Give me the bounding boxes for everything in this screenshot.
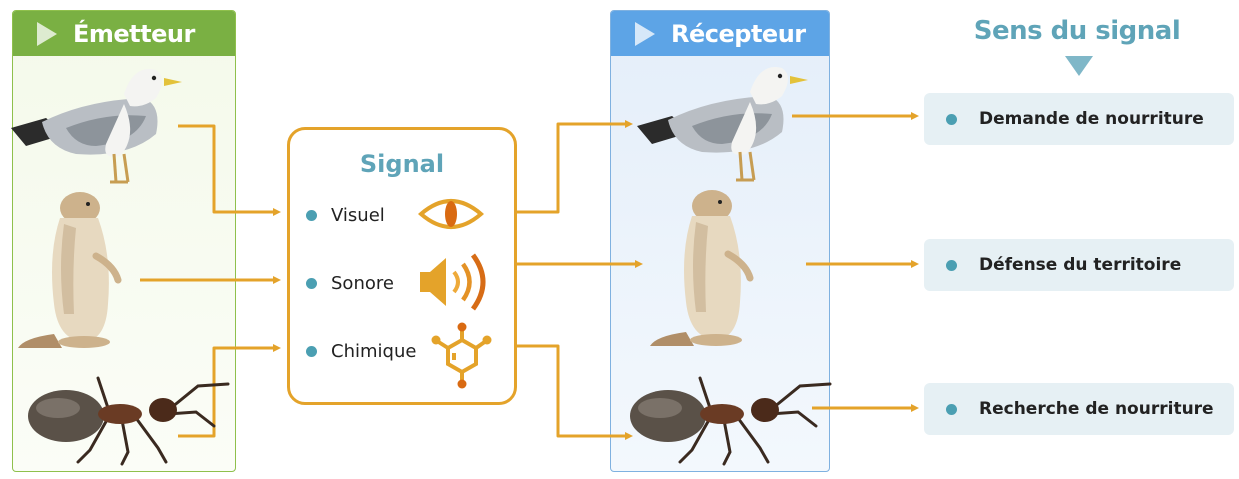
bullet-icon xyxy=(306,278,317,289)
bullet-icon xyxy=(306,210,317,221)
signal-type-label: Chimique xyxy=(331,341,416,362)
prairie-dog-receiver xyxy=(646,182,770,346)
signal-type-label: Sonore xyxy=(331,273,394,294)
speaker-icon xyxy=(418,250,496,314)
signal-type-label: Visuel xyxy=(331,205,385,226)
eye-icon xyxy=(418,192,484,236)
signal-type-visual: Visuel xyxy=(306,205,385,226)
molecule-icon xyxy=(430,320,494,390)
arrow-gull-to-signal xyxy=(178,126,278,212)
arrow-signal-to-gull xyxy=(514,124,630,212)
signal-title: Signal xyxy=(290,150,514,178)
seagull-emitter xyxy=(6,56,186,188)
signal-type-sound: Sonore xyxy=(306,273,394,294)
ant-emitter xyxy=(18,368,232,466)
bullet-icon xyxy=(306,346,317,357)
ant-receiver xyxy=(620,368,834,466)
signal-type-chemical: Chimique xyxy=(306,341,416,362)
seagull-receiver xyxy=(632,54,812,186)
prairie-dog-emitter xyxy=(14,184,138,348)
arrow-signal-to-ant xyxy=(514,346,630,436)
signal-box: Signal Visuel Sonore Chimique xyxy=(287,127,517,405)
